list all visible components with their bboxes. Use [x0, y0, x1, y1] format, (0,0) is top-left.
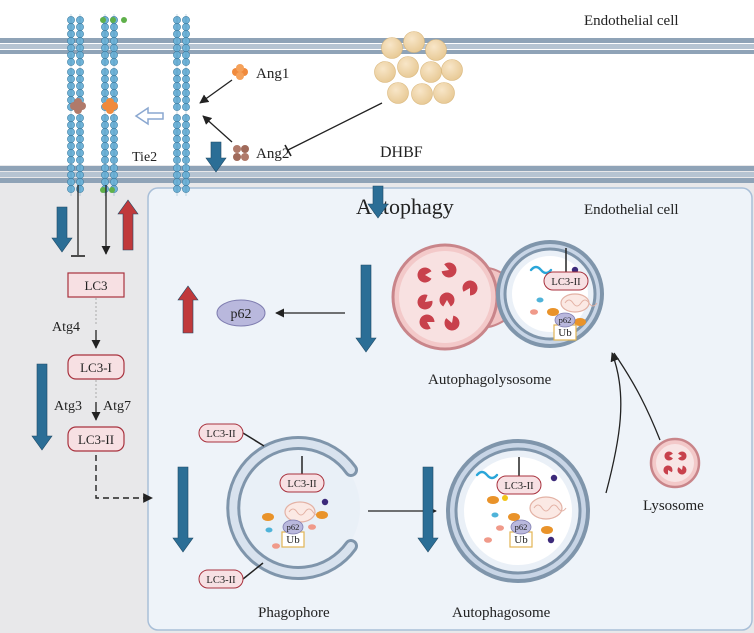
hollow-arrow-left	[134, 106, 164, 126]
bottom-membrane	[0, 166, 754, 183]
lc3ii-tag	[279, 473, 325, 493]
p62-ellipse	[216, 299, 266, 327]
ang2-icon	[233, 145, 249, 161]
atg7-label: Atg7	[103, 399, 131, 414]
autophagosome-label: Autophagosome	[452, 605, 551, 621]
down-arrow-membrane	[205, 141, 227, 173]
p62-small-label: p62	[559, 315, 572, 325]
autophagosome-to-fusion-arrow	[605, 352, 622, 494]
tie2-label: Tie2	[132, 150, 157, 165]
p62-small-ellipse	[510, 519, 532, 535]
lc3-label: LC3	[84, 278, 107, 293]
dhbf-label: DHBF	[380, 144, 423, 161]
top-membrane	[0, 38, 754, 54]
autophagolysosome-label: Autophagolysosome	[428, 372, 552, 388]
phagophore-cargo	[262, 498, 329, 549]
atg4-label: Atg4	[52, 320, 80, 335]
down-arrow-lc3-chain	[31, 363, 53, 451]
ang1-arrow	[199, 79, 233, 104]
up-arrow-p62	[177, 285, 199, 334]
autophagosome	[446, 439, 590, 583]
lc3ii-tag	[198, 569, 244, 589]
lc3ii-tag-label: LC3-II	[287, 479, 317, 490]
lc3ii-tag-label: LC3-II	[504, 481, 534, 492]
ang1-label: Ang1	[256, 66, 289, 82]
lc3i-box	[67, 354, 125, 380]
regulation-arrows	[31, 141, 439, 553]
down-arrow-phagophore	[172, 466, 194, 553]
lc3ii-tag	[543, 271, 589, 291]
p62-small-label: p62	[515, 522, 528, 532]
atg3-label: Atg3	[54, 399, 82, 414]
autophagosome-cargo	[475, 470, 567, 544]
lc3ii-box	[67, 426, 125, 452]
down-arrow-lc3-left	[51, 206, 73, 253]
lc3-box	[67, 272, 125, 298]
p62-small-label: p62	[287, 522, 300, 532]
p62-small-ellipse	[554, 312, 576, 328]
p62-small-ellipse	[282, 519, 304, 535]
phagophore-label: Phagophore	[258, 605, 330, 621]
dhbf-molecule-cluster	[374, 31, 463, 105]
lysosome-label: Lysosome	[643, 498, 704, 514]
p62-label: p62	[231, 307, 252, 322]
tie2-receptors	[67, 14, 190, 196]
ang2-arrow	[202, 115, 233, 143]
dhbf-inhibition-line	[287, 102, 383, 151]
ub-label: Ub	[558, 327, 572, 339]
down-arrow-autophagolysosome	[355, 264, 377, 353]
lc3ii-tag	[496, 475, 542, 495]
lc3ii-tag	[198, 423, 244, 443]
lc3ii-tag-label: LC3-II	[206, 429, 236, 440]
ang2-label: Ang2	[256, 146, 289, 162]
lc3i-label: LC3-I	[80, 360, 112, 375]
ang1-icon	[232, 64, 248, 80]
endothelial-cell-inner-label: Endothelial cell	[584, 202, 679, 218]
lysosome	[649, 437, 701, 489]
down-arrow-autophagosome	[417, 466, 439, 553]
lc3ii-tags: LC3-II LC3-II LC3-II LC3-II LC3-II	[198, 248, 589, 589]
lc3ii-label: LC3-II	[78, 432, 114, 447]
down-arrow-autophagy	[367, 185, 389, 219]
dhbf-inhibition-bar	[284, 144, 292, 157]
endothelial-cell-top-label: Endothelial cell	[584, 13, 679, 29]
lc3ii-tag-label: LC3-II	[206, 575, 236, 586]
ub-label: Ub	[514, 534, 528, 546]
lc3ii-tag-label: LC3-II	[551, 277, 581, 288]
lc3ii-to-phagophore-dashed-arrow	[95, 455, 153, 503]
up-arrow-lc3-right	[117, 199, 139, 251]
lysosome-to-fusion-arrow	[613, 352, 661, 441]
ub-label: Ub	[286, 534, 300, 546]
